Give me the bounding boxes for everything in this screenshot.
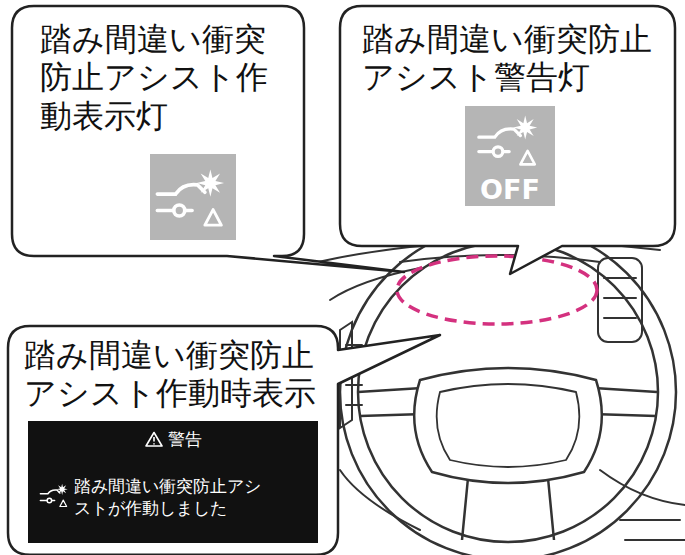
lamp-symbol bbox=[465, 110, 555, 174]
car-body bbox=[479, 129, 521, 137]
warning-triangle bbox=[146, 432, 162, 446]
callout-box: 踏み間違い衝突防止アシスト作動表示灯 bbox=[12, 6, 304, 256]
warning-triangle bbox=[60, 500, 67, 506]
lamp-label: OFF bbox=[465, 176, 555, 203]
display-panel: 警告踏み間違い衝突防止アシストが作動しました bbox=[28, 421, 318, 543]
indicator-lamp bbox=[150, 154, 236, 240]
callout-shape bbox=[8, 326, 440, 555]
panel-header: 警告 bbox=[28, 421, 318, 449]
impact-star bbox=[197, 169, 224, 196]
callout-shape bbox=[340, 6, 675, 274]
collision-symbol bbox=[157, 169, 224, 225]
callout-title: 踏み間違い衝突防止アシスト作動表示灯 bbox=[12, 6, 274, 135]
wheel-rim-inner bbox=[358, 242, 658, 542]
dash-line bbox=[330, 268, 420, 300]
warning-icon bbox=[145, 431, 163, 447]
callout-box: 踏み間違い衝突防止アシスト作動時表示警告踏み間違い衝突防止アシストが作動しました bbox=[8, 326, 338, 555]
car-wheel bbox=[174, 205, 185, 216]
callout-title: 踏み間違い衝突防止アシスト作動時表示 bbox=[8, 326, 322, 413]
panel-message: 踏み間違い衝突防止アシストが作動しました bbox=[74, 475, 266, 519]
car-wheel bbox=[493, 147, 503, 157]
dash-line bbox=[620, 520, 685, 540]
callout-title: 踏み間違い衝突防止アシスト警告灯 bbox=[340, 6, 660, 97]
dashboard bbox=[318, 241, 685, 540]
steering-wheel bbox=[340, 224, 676, 555]
lamp-symbol bbox=[150, 163, 236, 236]
indicator-lamp: OFF bbox=[465, 106, 555, 206]
impact-star bbox=[57, 484, 68, 495]
collision-symbol bbox=[40, 484, 67, 507]
wheel-spoke bbox=[462, 478, 554, 540]
hub-pad bbox=[437, 384, 580, 467]
wheel-hub bbox=[414, 368, 602, 483]
car-body bbox=[40, 490, 60, 494]
vent-fins bbox=[604, 278, 636, 318]
panel-heading: 警告 bbox=[168, 429, 202, 449]
callout-box: 踏み間違い衝突防止アシスト警告灯 OFF bbox=[340, 6, 675, 246]
wheel-rim-outer bbox=[340, 224, 676, 555]
impact-star bbox=[513, 116, 537, 140]
highlight-ellipse bbox=[397, 256, 597, 324]
air-vent bbox=[598, 258, 642, 342]
warning-triangle bbox=[205, 209, 221, 225]
warning-mark bbox=[153, 437, 155, 444]
car-wheel bbox=[47, 498, 52, 503]
collision-symbol bbox=[479, 116, 537, 165]
warning-triangle bbox=[520, 151, 534, 165]
panel-body: 踏み間違い衝突防止アシストが作動しました bbox=[28, 475, 318, 519]
panel-symbol bbox=[38, 481, 72, 511]
car-body bbox=[157, 184, 205, 193]
